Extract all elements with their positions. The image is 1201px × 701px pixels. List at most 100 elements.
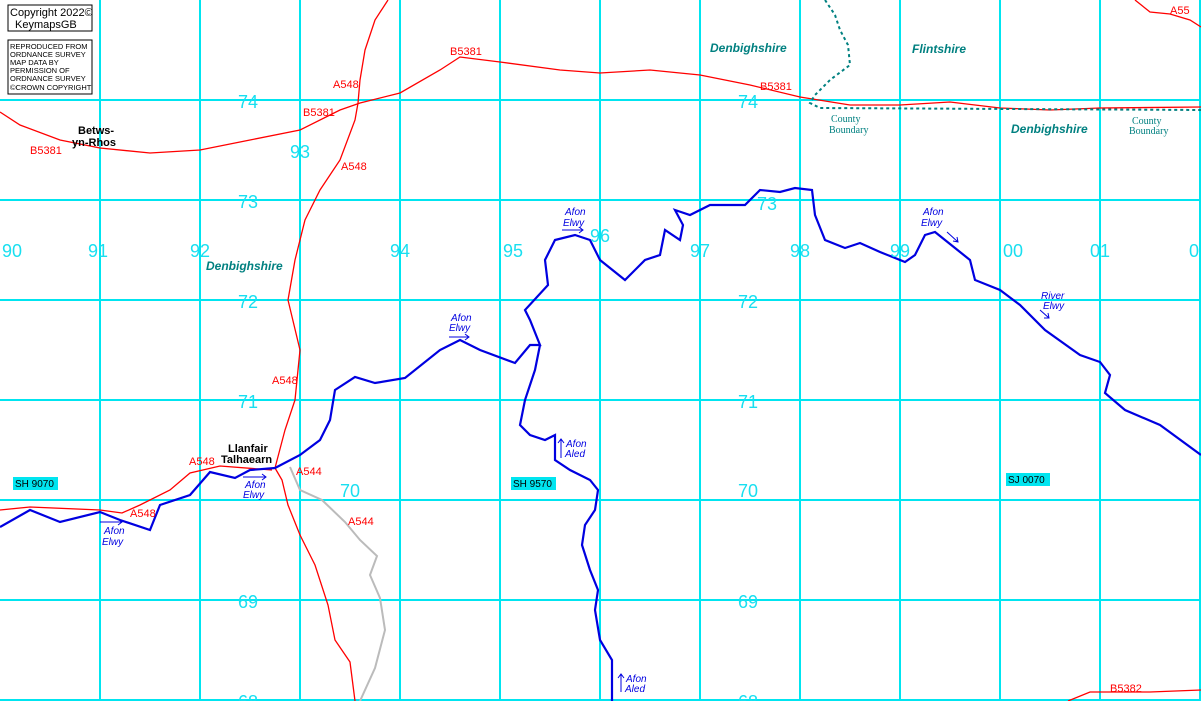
road-label: A544: [348, 516, 374, 528]
river-label: Afon: [103, 526, 125, 537]
arrow-icon: [100, 518, 123, 526]
grid-square-label: SH 9570: [513, 479, 552, 490]
road-b5382: [1067, 689, 1201, 701]
easting-label: 95: [503, 241, 523, 261]
northing-label: 68: [738, 692, 758, 701]
river-label: Aled: [624, 684, 645, 695]
northing-label: 73: [757, 194, 777, 214]
northing-label: 70: [340, 481, 360, 501]
road-label: A548: [333, 79, 359, 91]
river-label: Elwy: [563, 218, 585, 229]
county-boundary: [808, 0, 1201, 111]
road-label: B5381: [30, 145, 62, 157]
permission-text: MAP DATA BY: [10, 58, 59, 67]
northing-label: 69: [238, 592, 258, 612]
northing-label: 74: [238, 92, 258, 112]
county-boundary-label: Boundary: [1129, 126, 1168, 137]
river-elwy: [0, 186, 1201, 532]
road-label: A548: [130, 508, 156, 520]
river-label: Afon: [922, 207, 944, 218]
river-aled: [518, 344, 614, 701]
permission-text: REPRODUCED FROM: [10, 42, 88, 51]
grid-square-label: SH 9070: [15, 479, 54, 490]
minor-road: [289, 466, 387, 701]
copyright-text: Copyright 2022©: [10, 7, 93, 19]
river-label: Aled: [564, 449, 585, 460]
place-label-llanfair: Talhaearn: [221, 454, 272, 466]
easting-label: 91: [88, 241, 108, 261]
place-label-betws: Betws-: [78, 125, 114, 137]
county-label: Flintshire: [912, 42, 966, 56]
road-label: A548: [272, 375, 298, 387]
grid-square-badge: [511, 477, 556, 490]
county-boundary-label: County: [1132, 116, 1161, 127]
northing-label: 71: [238, 392, 258, 412]
northing-label: 72: [238, 292, 258, 312]
road-label: B5381: [760, 81, 792, 93]
county-label: Denbighshire: [206, 259, 283, 273]
road-b5381: [0, 56, 1201, 154]
northing-label: 73: [238, 192, 258, 212]
county-boundary-label: Boundary: [829, 125, 868, 136]
river-labels: Afon Elwy Afon Elwy Afon Elwy Afon Elwy …: [102, 207, 1065, 695]
river-label: Afon: [564, 207, 586, 218]
easting-label: 01: [1090, 241, 1110, 261]
river-label: Elwy: [449, 323, 471, 334]
river-label: Afon: [565, 439, 587, 450]
river-flow-arrows: [100, 226, 1050, 692]
road-label: A548: [189, 456, 215, 468]
river-label: Afon: [244, 480, 266, 491]
road-a55: [1134, 0, 1201, 28]
easting-label: 94: [390, 241, 410, 261]
road-a548-north: [274, 0, 389, 469]
easting-label: 96: [590, 226, 610, 246]
road-label: A55: [1170, 5, 1190, 17]
easting-label: 98: [790, 241, 810, 261]
county-label: Denbighshire: [710, 41, 787, 55]
northing-label: 71: [738, 392, 758, 412]
copyright-box: [7, 4, 93, 32]
permission-box: [7, 39, 93, 95]
easting-labels: 90 91 92 93 94 95 96 97 98 99 00 01 0: [2, 142, 1199, 261]
road-label: B5381: [303, 107, 335, 119]
road-a544-south: [274, 467, 356, 701]
easting-label: 00: [1003, 241, 1023, 261]
arrow-icon: [243, 473, 267, 481]
river-label: Elwy: [102, 537, 124, 548]
arrow-icon: [1039, 309, 1050, 319]
place-label-llanfair: Llanfair: [228, 443, 268, 455]
arrow-icon: [557, 438, 565, 458]
northing-label: 69: [738, 592, 758, 612]
river-label: Afon: [450, 313, 472, 324]
road-label: A544: [296, 466, 322, 478]
grid-square-label: SJ 0070: [1008, 475, 1045, 486]
county-label: Denbighshire: [1011, 122, 1088, 136]
permission-text: PERMISSION OF: [10, 66, 70, 75]
easting-label: 90: [2, 241, 22, 261]
northing-label: 68: [238, 692, 258, 701]
easting-label: 0: [1189, 241, 1199, 261]
easting-label: 99: [890, 241, 910, 261]
copyright-text: KeymapsGB: [15, 19, 77, 31]
arrow-icon: [946, 231, 959, 243]
county-boundary-label: County: [831, 114, 860, 125]
river-label: River: [1041, 291, 1065, 302]
river-label: Elwy: [1043, 301, 1065, 312]
easting-label: 92: [190, 241, 210, 261]
road-a548-west: [0, 465, 273, 514]
place-label-betws: yn-Rhos: [72, 137, 116, 149]
easting-label: 97: [690, 241, 710, 261]
river-label: Elwy: [921, 218, 943, 229]
permission-text: ©CROWN COPYRIGHT: [10, 83, 92, 92]
arrow-icon: [562, 226, 584, 234]
permission-text: ORDNANCE SURVEY: [10, 74, 86, 83]
arrow-icon: [617, 673, 625, 692]
arrow-icon: [449, 333, 470, 341]
grid-square-badge: [13, 477, 58, 490]
easting-label: 93: [290, 142, 310, 162]
river-label: Afon: [625, 674, 647, 685]
road-label: B5382: [1110, 683, 1142, 695]
northing-label: 70: [738, 481, 758, 501]
